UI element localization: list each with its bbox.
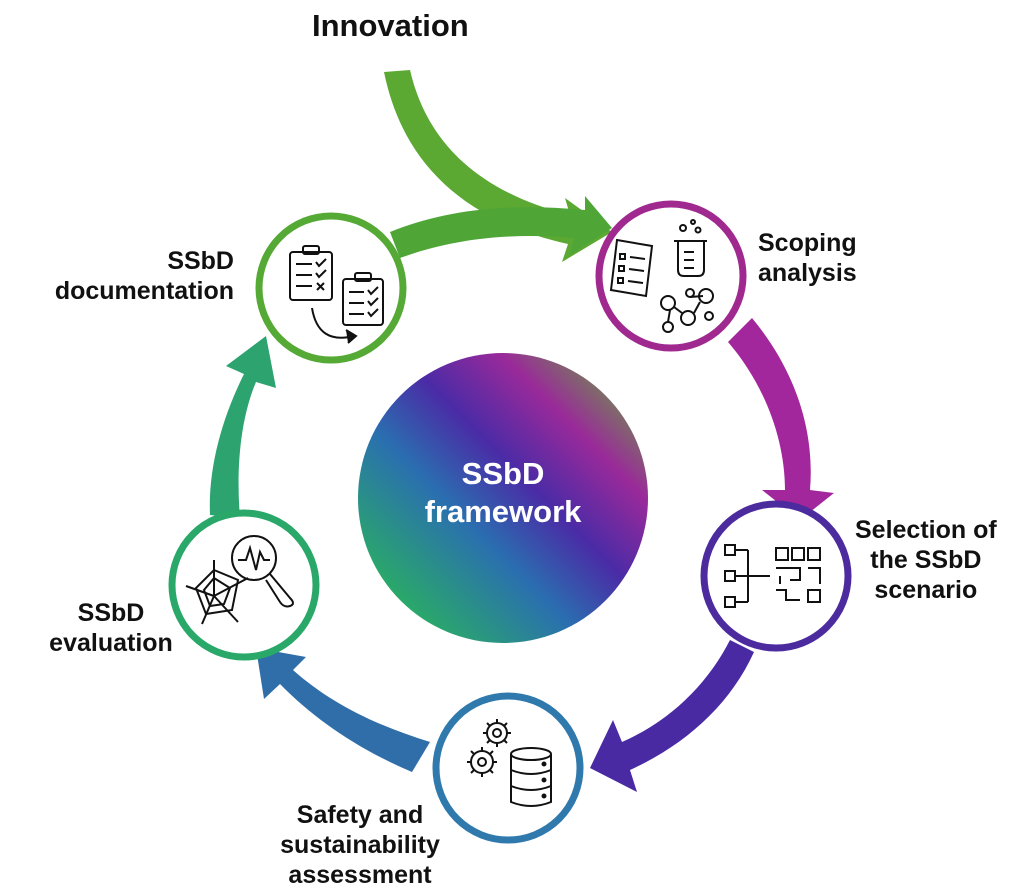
scoping-circle: [595, 200, 747, 352]
scoping-to-selection-arrow: [728, 318, 834, 520]
selection-to-assessment-arrow: [590, 640, 754, 792]
scoping-analysis-label: Scoping analysis: [758, 228, 857, 288]
center-framework-label: SSbD framework: [358, 455, 648, 531]
selection-line-2: the SSbD: [870, 546, 982, 574]
selection-circle: [700, 500, 852, 652]
assessment-to-evaluation-arrow: [256, 648, 430, 772]
documentation-line-1: SSbD: [167, 247, 234, 275]
assessment-line-3: assessment: [288, 861, 432, 889]
gears-icon: [467, 719, 511, 777]
decision-tree-maze-icon: [724, 544, 821, 608]
database-icon: [510, 747, 552, 807]
checklist-document-icon: [609, 238, 654, 298]
network-people-icon: [660, 288, 714, 333]
beaker-icon: [674, 219, 707, 277]
evaluation-line-2: evaluation: [49, 629, 173, 657]
innovation-label: Innovation: [312, 8, 469, 43]
magnifier-waveform-icon: [231, 535, 294, 608]
documentation-to-scoping-arrow: [390, 196, 612, 258]
selection-scenario-label: Selection of the SSbD scenario: [855, 515, 997, 605]
center-line-2: framework: [424, 494, 582, 529]
selection-line-1: Selection of: [855, 516, 997, 544]
documentation-label: SSbD documentation: [44, 246, 234, 306]
assessment-line-2: sustainability: [280, 831, 440, 859]
center-line-1: SSbD: [461, 456, 545, 491]
evaluation-to-documentation-arrow: [209, 336, 276, 518]
evaluation-label: SSbD evaluation: [36, 598, 186, 658]
clipboard-checklist-icon: [289, 245, 333, 301]
evaluation-line-1: SSbD: [77, 599, 145, 627]
radar-chart-icon: [185, 560, 249, 625]
documentation-line-2: documentation: [54, 277, 234, 305]
assessment-line-1: Safety and: [296, 801, 424, 829]
scoping-line-2: analysis: [758, 259, 857, 287]
scoping-line-1: Scoping: [758, 229, 857, 257]
center-framework-circle: [358, 353, 648, 643]
curved-arrow-icon: [311, 307, 358, 344]
evaluation-circle: [168, 509, 320, 661]
clipboard-checklist-icon: [342, 272, 384, 326]
selection-line-3: scenario: [874, 576, 978, 604]
assessment-label: Safety and sustainability assessment: [262, 800, 458, 890]
